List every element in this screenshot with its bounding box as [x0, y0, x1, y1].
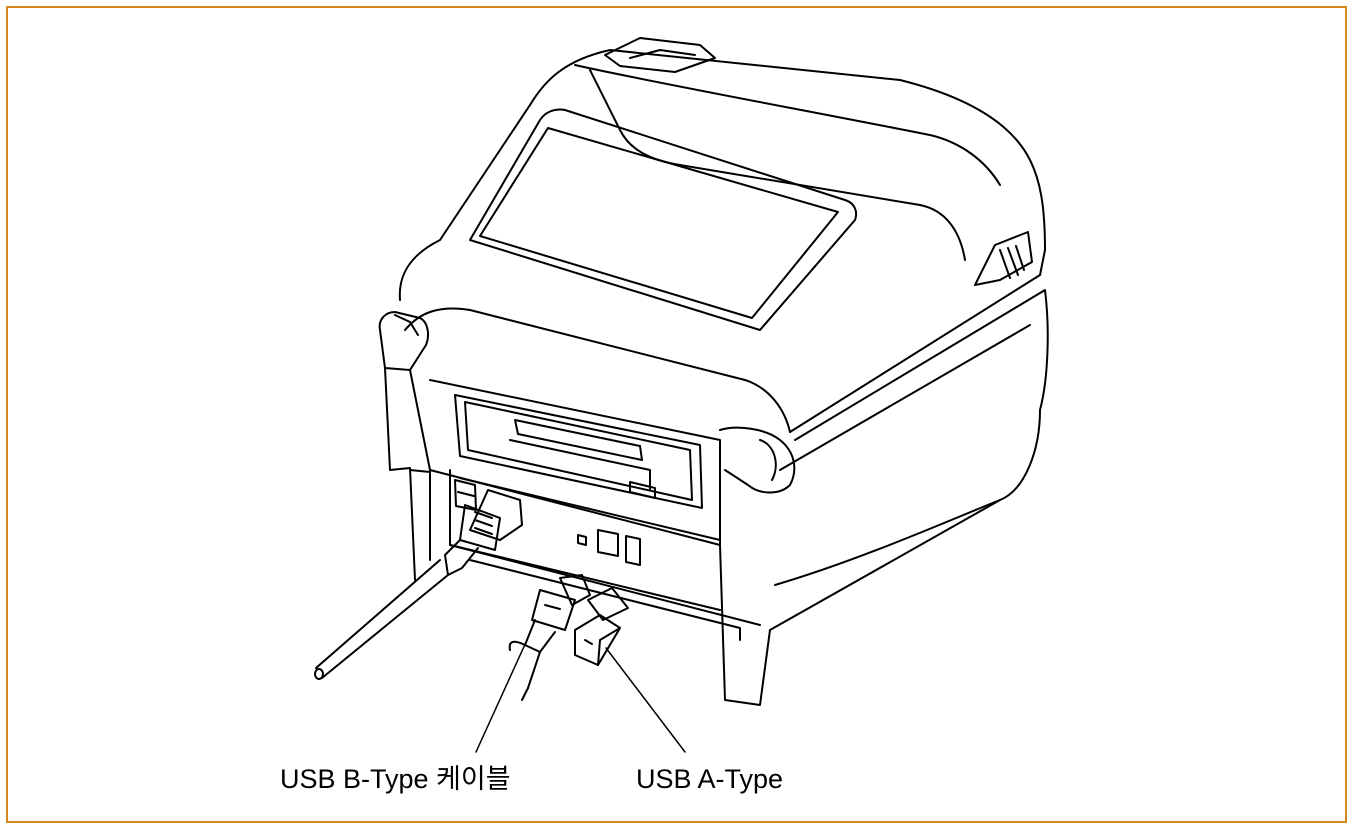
usb-b-cable-label: USB B-Type 케이블 — [280, 764, 511, 794]
usb-b-cable — [508, 574, 591, 701]
figure-frame — [6, 6, 1347, 823]
callout-lines — [475, 639, 686, 753]
usb-a-plug — [574, 587, 629, 666]
printer-body — [378, 37, 1049, 706]
callout-line-usb-b — [475, 639, 528, 753]
power-cable — [314, 489, 523, 680]
callout-line-usb-a — [605, 647, 686, 753]
usb-a-port-label: USB A-Type — [636, 764, 784, 794]
